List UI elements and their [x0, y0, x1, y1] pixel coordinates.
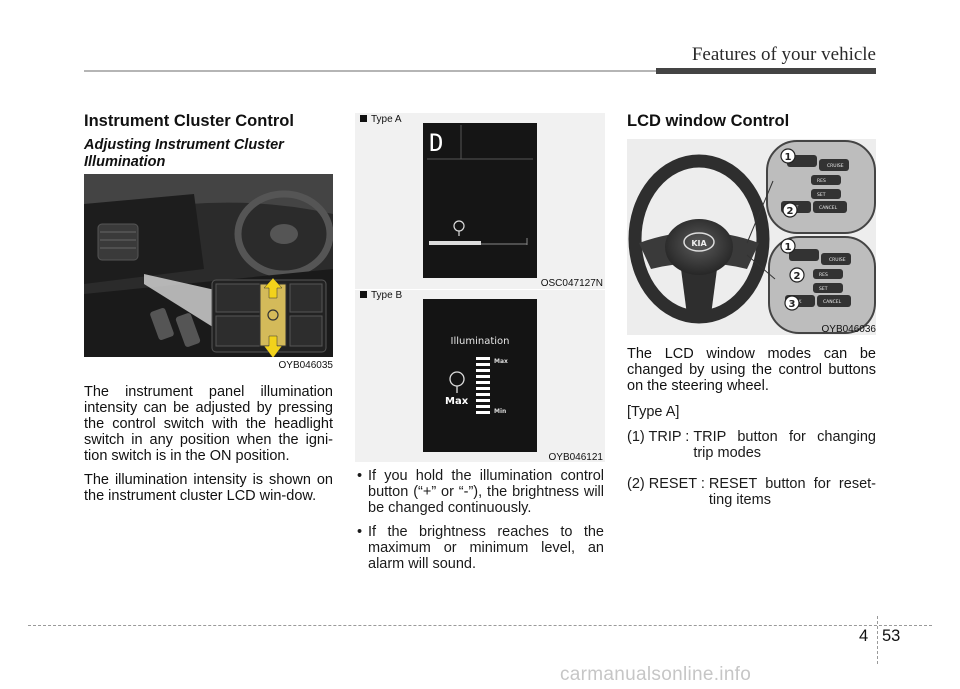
svg-text:CRUISE: CRUISE — [827, 163, 844, 169]
middle-bullet-list: If you hold the illumination control but… — [355, 468, 604, 580]
svg-text:SET: SET — [817, 192, 826, 198]
list-item-trip: (1) TRIP : TRIP button for changing trip… — [627, 429, 876, 461]
item-text: TRIP button for changing trip modes — [693, 429, 876, 461]
steering-wheel-figure: KIA CRUISE RES SET RESET CANCEL CRUISE — [627, 139, 876, 335]
lcd-paragraph: The LCD window modes can be changed by u… — [627, 346, 876, 394]
brightness-level-bar — [429, 241, 481, 245]
svg-text:2: 2 — [787, 206, 794, 217]
type-a-label: Type A — [360, 114, 402, 125]
item-number: (2) RESET : — [627, 476, 705, 492]
footer-divider — [877, 616, 878, 664]
type-a-cluster-display: D — [423, 123, 537, 278]
illumination-screen-title: Illumination — [451, 336, 510, 347]
item-text: RESET button for reset-ting items — [708, 476, 876, 508]
svg-text:RES: RES — [819, 272, 828, 278]
bullet-brightness-limit: If the brightness reaches to the maximum… — [355, 524, 604, 572]
subheading-illumination: Adjusting Instrument Cluster Illuminatio… — [84, 137, 284, 170]
watermark: carmanualsonline.info — [560, 664, 752, 685]
paragraph-illumination-shown: The illumination intensity is shown on t… — [84, 472, 333, 504]
gear-indicator: D — [429, 129, 443, 157]
svg-text:SET: SET — [819, 286, 828, 292]
kia-logo — [683, 232, 715, 252]
svg-text:RES: RES — [817, 178, 826, 184]
bullet-hold-button: If you hold the illumination control but… — [355, 468, 604, 516]
type-a-tag: [Type A] — [627, 404, 680, 420]
svg-text:CANCEL: CANCEL — [819, 205, 838, 211]
scale-min-label: Min — [494, 408, 506, 415]
figure-code-oyb046036: OYB046036 — [821, 324, 877, 335]
running-header: Features of your vehicle — [691, 44, 876, 65]
left-body-text: The instrument panel illumination intens… — [84, 384, 333, 512]
header-rule — [84, 70, 876, 72]
dashboard-illumination-photo — [84, 174, 333, 357]
item-number: (1) TRIP : — [627, 429, 690, 445]
figure-code-osc047127n: OSC047127N — [540, 278, 603, 289]
svg-text:1: 1 — [785, 152, 792, 163]
type-b-label: Type B — [360, 290, 402, 301]
section-heading-instrument-cluster: Instrument Cluster Control — [84, 112, 294, 130]
brightness-scale-bars — [476, 357, 490, 414]
steering-hub — [665, 219, 733, 275]
svg-text:3: 3 — [789, 299, 796, 310]
header-accent-bar — [656, 68, 876, 74]
page-number: 53 — [882, 627, 901, 645]
svg-text:CANCEL: CANCEL — [823, 299, 842, 305]
current-level-text: Max — [445, 396, 469, 407]
svg-text:CRUISE: CRUISE — [829, 257, 846, 263]
scale-max-label: Max — [494, 358, 508, 365]
svg-text:KIA: KIA — [691, 239, 707, 248]
figure-code-oyb046121: OYB046121 — [548, 452, 604, 463]
dashboard-illustration — [84, 174, 333, 357]
svg-text:1: 1 — [785, 242, 792, 253]
chapter-number: 4 — [859, 627, 869, 645]
list-item-reset: (2) RESET : RESET button for reset-ting … — [627, 476, 876, 508]
paragraph-illumination-adjust: The instrument panel illumination intens… — [84, 384, 333, 464]
callout-numbers: 1 2 1 2 3 — [780, 148, 805, 311]
figure-code-oyb046035: OYB046035 — [278, 360, 334, 371]
svg-text:2: 2 — [794, 271, 801, 282]
steering-wheel-rim — [628, 154, 770, 324]
footer-rule — [28, 625, 932, 626]
type-b-cluster-display: Illumination Max Max Min — [423, 299, 537, 452]
section-heading-lcd-window: LCD window Control — [627, 112, 790, 130]
